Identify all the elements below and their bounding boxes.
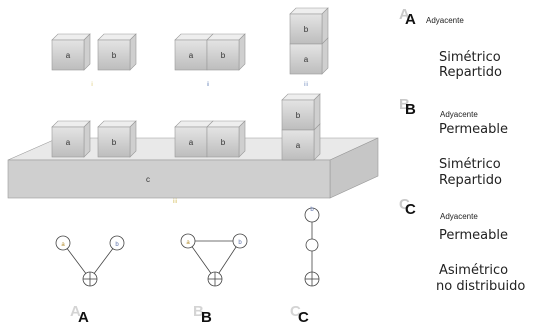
svg-text:a: a [61, 242, 65, 248]
ghost-letter-a: A [70, 303, 81, 320]
block-b: b [206, 120, 246, 158]
svg-text:b: b [112, 138, 117, 147]
graph-b: a b [180, 233, 248, 287]
legend-b-letter: B [405, 101, 416, 118]
block-group-row2-i: a b [51, 120, 137, 158]
ghost-letter-b: B [193, 303, 204, 320]
block-a: a [174, 33, 214, 71]
block-group-row2-iii: b a [281, 93, 321, 161]
legend-c-line4: no distribuido [436, 279, 526, 294]
svg-text:b: b [304, 25, 309, 34]
block-a: a [51, 120, 91, 158]
legend-a-line1: Adyacente [426, 16, 464, 25]
svg-text:a: a [296, 141, 301, 150]
svg-text:a: a [66, 138, 71, 147]
svg-text:b: b [238, 240, 242, 246]
legend-a-line3: Repartido [439, 65, 502, 80]
node-a [180, 233, 196, 249]
node-b [232, 233, 248, 249]
block-group-i: a b i [51, 33, 137, 88]
legend-a-letter: A [405, 11, 416, 28]
block-diagram: a b i a b ii b [7, 7, 379, 325]
block-group-ii: a b ii [174, 33, 246, 88]
node-b [304, 207, 320, 223]
roman-label-ii: ii [207, 82, 210, 88]
svg-text:a: a [189, 138, 194, 147]
legend-c-letter: C [405, 201, 416, 218]
svg-text:c: c [146, 175, 150, 184]
block-group-row2-ii: a b [174, 120, 246, 158]
block-group-iii-top: b a iii [289, 7, 329, 88]
graph-letter-b: B [201, 309, 212, 325]
legend-a-ghost-letter: A [399, 6, 410, 23]
svg-text:b: b [221, 51, 226, 60]
svg-text:b: b [112, 51, 117, 60]
block-a: a [51, 33, 91, 71]
legend-c-line3: Asimétrico [439, 263, 509, 278]
legend-b-line3: Simétrico [439, 157, 501, 172]
node-b [109, 235, 125, 251]
graph-letter-c: C [298, 309, 309, 325]
svg-text:b: b [296, 111, 301, 120]
graph-c: b [304, 207, 320, 287]
block-b: b [289, 7, 329, 45]
ghost-letter-c: C [290, 303, 301, 320]
node-a [305, 238, 319, 252]
svg-text:b: b [221, 138, 226, 147]
block-b: b [97, 120, 137, 158]
legend-b-ghost-letter: B [399, 96, 410, 113]
block-a: a [281, 123, 321, 161]
legend-b-line2: Permeable [439, 122, 508, 137]
svg-text:a: a [189, 51, 194, 60]
svg-text:b: b [115, 242, 119, 248]
legend-b-line1: Adyacente [440, 110, 478, 119]
roman-label-iii-bottom: iii [173, 199, 177, 205]
block-b: b [281, 93, 321, 131]
block-a: a [289, 37, 329, 75]
block-b: b [206, 33, 246, 71]
svg-text:a: a [304, 55, 309, 64]
svg-text:a: a [186, 240, 190, 246]
svg-text:b: b [310, 207, 314, 213]
legend-b-line4: Repartido [439, 173, 502, 188]
legend-c-line1: Adyacente [440, 212, 478, 221]
legend-c-line2: Permeable [439, 228, 508, 243]
node-a [55, 235, 71, 251]
graph-a: a b [55, 235, 125, 287]
legend-c-ghost-letter: C [399, 196, 410, 213]
svg-text:a: a [66, 51, 71, 60]
roman-label-iii: iii [304, 82, 308, 88]
roman-label-i: i [91, 82, 92, 88]
graph-letter-a: A [78, 309, 89, 325]
block-b: b [97, 33, 137, 71]
legend-a-line2: Simétrico [439, 50, 501, 65]
